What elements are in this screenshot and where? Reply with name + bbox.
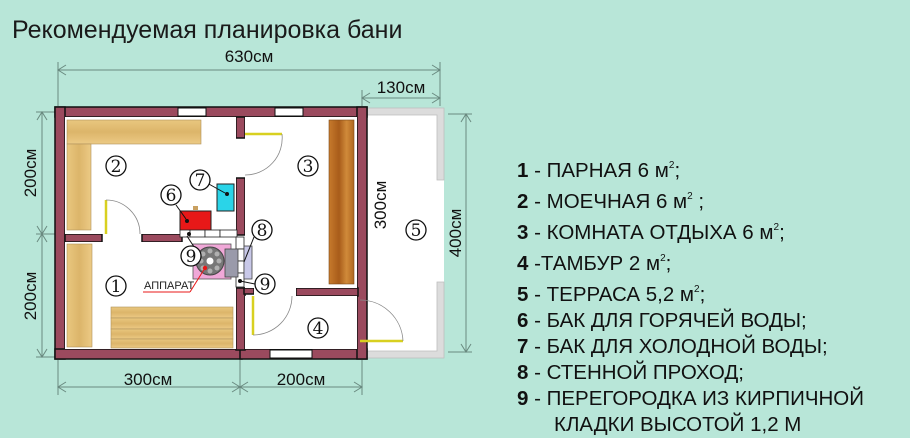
dim-bottom-right: 200см [277, 370, 326, 389]
dim-left-bottom: 200см [21, 272, 40, 321]
legend-item-9: 9 - ПЕРЕГОРОДКА ИЗ КИРПИЧНОЙ [517, 387, 864, 410]
legend-item-5: 5 - ТЕРРАСА 5,2 м2; [517, 283, 706, 306]
legend-item-3: 3 - КОМНАТА ОТДЫХА 6 м2; [517, 221, 785, 244]
legend-item-2: 2 - МОЕЧНАЯ 6 м2 ; [517, 190, 705, 213]
stove-label: АППАРАТ [144, 280, 194, 292]
dim-rest-room-height: 300см [371, 181, 390, 230]
dim-terrace-height: 400см [446, 209, 465, 258]
marker-1b: 1 [111, 277, 122, 297]
marker-1: 2 [111, 157, 122, 177]
doors [104, 132, 404, 343]
dim-total-width: 630см [225, 47, 274, 66]
dim-bottom-left: 300см [124, 370, 173, 389]
benches [66, 119, 355, 349]
legend: 1 - ПАРНАЯ 6 м2; 2 - МОЕЧНАЯ 6 м2 ; 3 - … [517, 153, 864, 438]
legend-item-1: 1 - ПАРНАЯ 6 м2; [517, 159, 681, 182]
marker-7: 7 [195, 171, 206, 191]
legend-item-8: 8 - СТЕННОЙ ПРОХОД; [517, 361, 744, 384]
legend-item-6: 6 - БАК ДЛЯ ГОРЯЧЕЙ ВОДЫ; [517, 309, 807, 332]
hot-water-tank [179, 206, 212, 232]
marker-3: 3 [303, 157, 314, 177]
terrace [361, 107, 445, 359]
marker-6: 6 [166, 186, 177, 206]
legend-item-4: 4 -ТАМБУР 2 м2; [517, 252, 672, 275]
legend-item-9-continuation: КЛАДКИ ВЫСОТОЙ 1,2 М [554, 413, 802, 436]
windows [177, 107, 313, 359]
room-markers [105, 155, 427, 339]
marker-5: 5 [411, 221, 422, 241]
marker-8: 8 [257, 221, 268, 241]
marker-9a: 9 [186, 247, 197, 267]
floor-plan: АППАРАТ 2 1 3 4 5 6 7 8 9 9 630см 130см … [21, 47, 472, 395]
dim-left-top: 200см [21, 149, 40, 198]
marker-4: 4 [313, 319, 324, 339]
dim-terrace-width: 130см [377, 78, 426, 97]
page-title: Рекомендуемая планировка бани [12, 16, 403, 44]
cold-water-tank [216, 183, 235, 212]
legend-item-7: 7 - БАК ДЛЯ ХОЛОДНОЙ ВОДЫ; [517, 335, 828, 358]
marker-9b: 9 [260, 275, 271, 295]
